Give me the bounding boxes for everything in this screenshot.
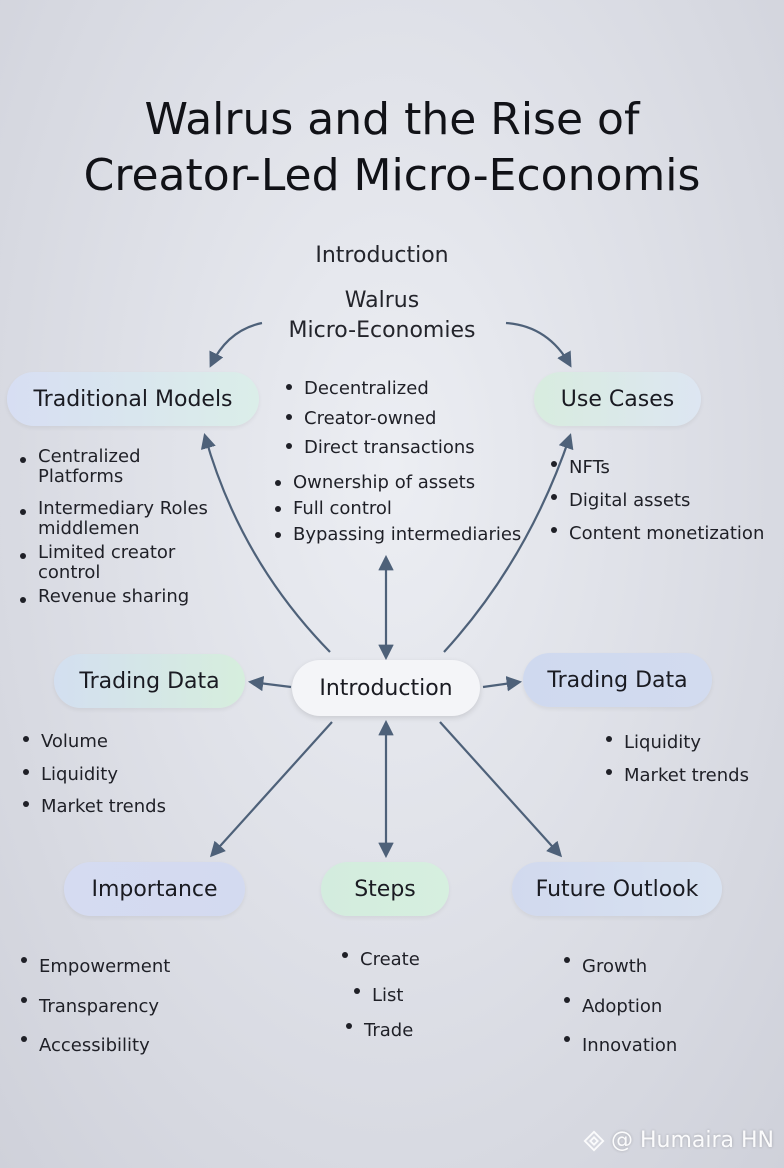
node-steps: Steps <box>321 862 449 916</box>
list-item: Full control <box>273 496 521 522</box>
page-title: Walrus and the Rise of Creator-Led Micro… <box>0 92 784 204</box>
list-item: Centralized Platforms <box>18 447 148 487</box>
trading-data-left-list: Volume Liquidity Market trends <box>21 726 166 824</box>
arrow-to-trading-left <box>247 675 292 692</box>
list-item: Direct transactions <box>284 433 475 463</box>
list-item: Bypassing intermediaries <box>273 522 521 548</box>
list-item: Liquidity <box>604 726 749 759</box>
list-item: Transparency <box>19 987 170 1027</box>
watermark: @ Humaira HN <box>583 1128 774 1153</box>
top-introduction-label: Introduction <box>315 243 449 268</box>
list-item: Digital assets <box>549 484 764 517</box>
list-item: Growth <box>562 947 677 987</box>
list-item: List <box>352 978 420 1014</box>
list-item: Ownership of assets <box>273 470 521 496</box>
traditional-models-list: Centralized Platforms Intermediary Roles… <box>18 447 268 608</box>
arrow-to-future-outlook <box>439 721 563 858</box>
list-item: Market trends <box>604 759 749 792</box>
arrow-to-use-cases <box>505 321 572 368</box>
list-item: NFTs <box>549 451 764 484</box>
title-line-1: Walrus and the Rise of <box>144 94 640 145</box>
list-item: Create <box>340 942 420 978</box>
list-item: Accessibility <box>19 1026 170 1066</box>
list-item: Revenue sharing <box>18 587 268 607</box>
list-item: Decentralized <box>284 374 475 404</box>
node-future-outlook: Future Outlook <box>512 862 722 916</box>
watermark-text: @ Humaira HN <box>610 1128 774 1153</box>
list-item: Trade <box>344 1013 420 1049</box>
node-trading-data-right: Trading Data <box>523 653 712 707</box>
list-item: Content monetization <box>549 517 764 550</box>
node-use-cases: Use Cases <box>534 372 701 426</box>
list-item: Volume <box>21 726 166 759</box>
node-trading-data-left: Trading Data <box>54 654 245 708</box>
node-importance: Importance <box>64 862 245 916</box>
list-item: Adoption <box>562 987 677 1027</box>
list-item: Liquidity <box>21 759 166 792</box>
steps-list: Create List Trade <box>340 942 420 1049</box>
title-line-2: Creator-Led Micro-Economis <box>83 150 701 201</box>
list-item: Limited creator control <box>18 543 188 583</box>
node-traditional-models: Traditional Models <box>7 372 259 426</box>
list-item: Empowerment <box>19 947 170 987</box>
use-cases-list: NFTs Digital assets Content monetization <box>549 451 764 550</box>
center-label-line-2: Micro-Economies <box>288 318 476 343</box>
list-item: Market trends <box>21 791 166 824</box>
diamond-logo-icon <box>583 1130 605 1151</box>
center-label-line-1: Walrus <box>344 288 420 313</box>
list-item: Intermediary Roles middlemen <box>18 499 228 539</box>
ownership-list: Ownership of assets Full control Bypassi… <box>273 470 521 548</box>
arrow-to-traditional-models <box>209 321 263 368</box>
importance-list: Empowerment Transparency Accessibility <box>19 947 170 1066</box>
list-item: Innovation <box>562 1026 677 1066</box>
arrow-to-trading-right <box>482 676 523 692</box>
center-features-list: Decentralized Creator-owned Direct trans… <box>284 374 475 463</box>
walrus-center-label: Walrus Micro-Economies <box>232 286 532 346</box>
arrow-to-importance <box>209 721 333 858</box>
list-item: Creator-owned <box>284 404 475 434</box>
arrow-intro-to-use-cases <box>443 433 574 653</box>
trading-data-right-list: Liquidity Market trends <box>604 726 749 792</box>
arrow-intro-to-traditional <box>200 433 331 653</box>
node-introduction: Introduction <box>292 660 480 716</box>
future-outlook-list: Growth Adoption Innovation <box>562 947 677 1066</box>
